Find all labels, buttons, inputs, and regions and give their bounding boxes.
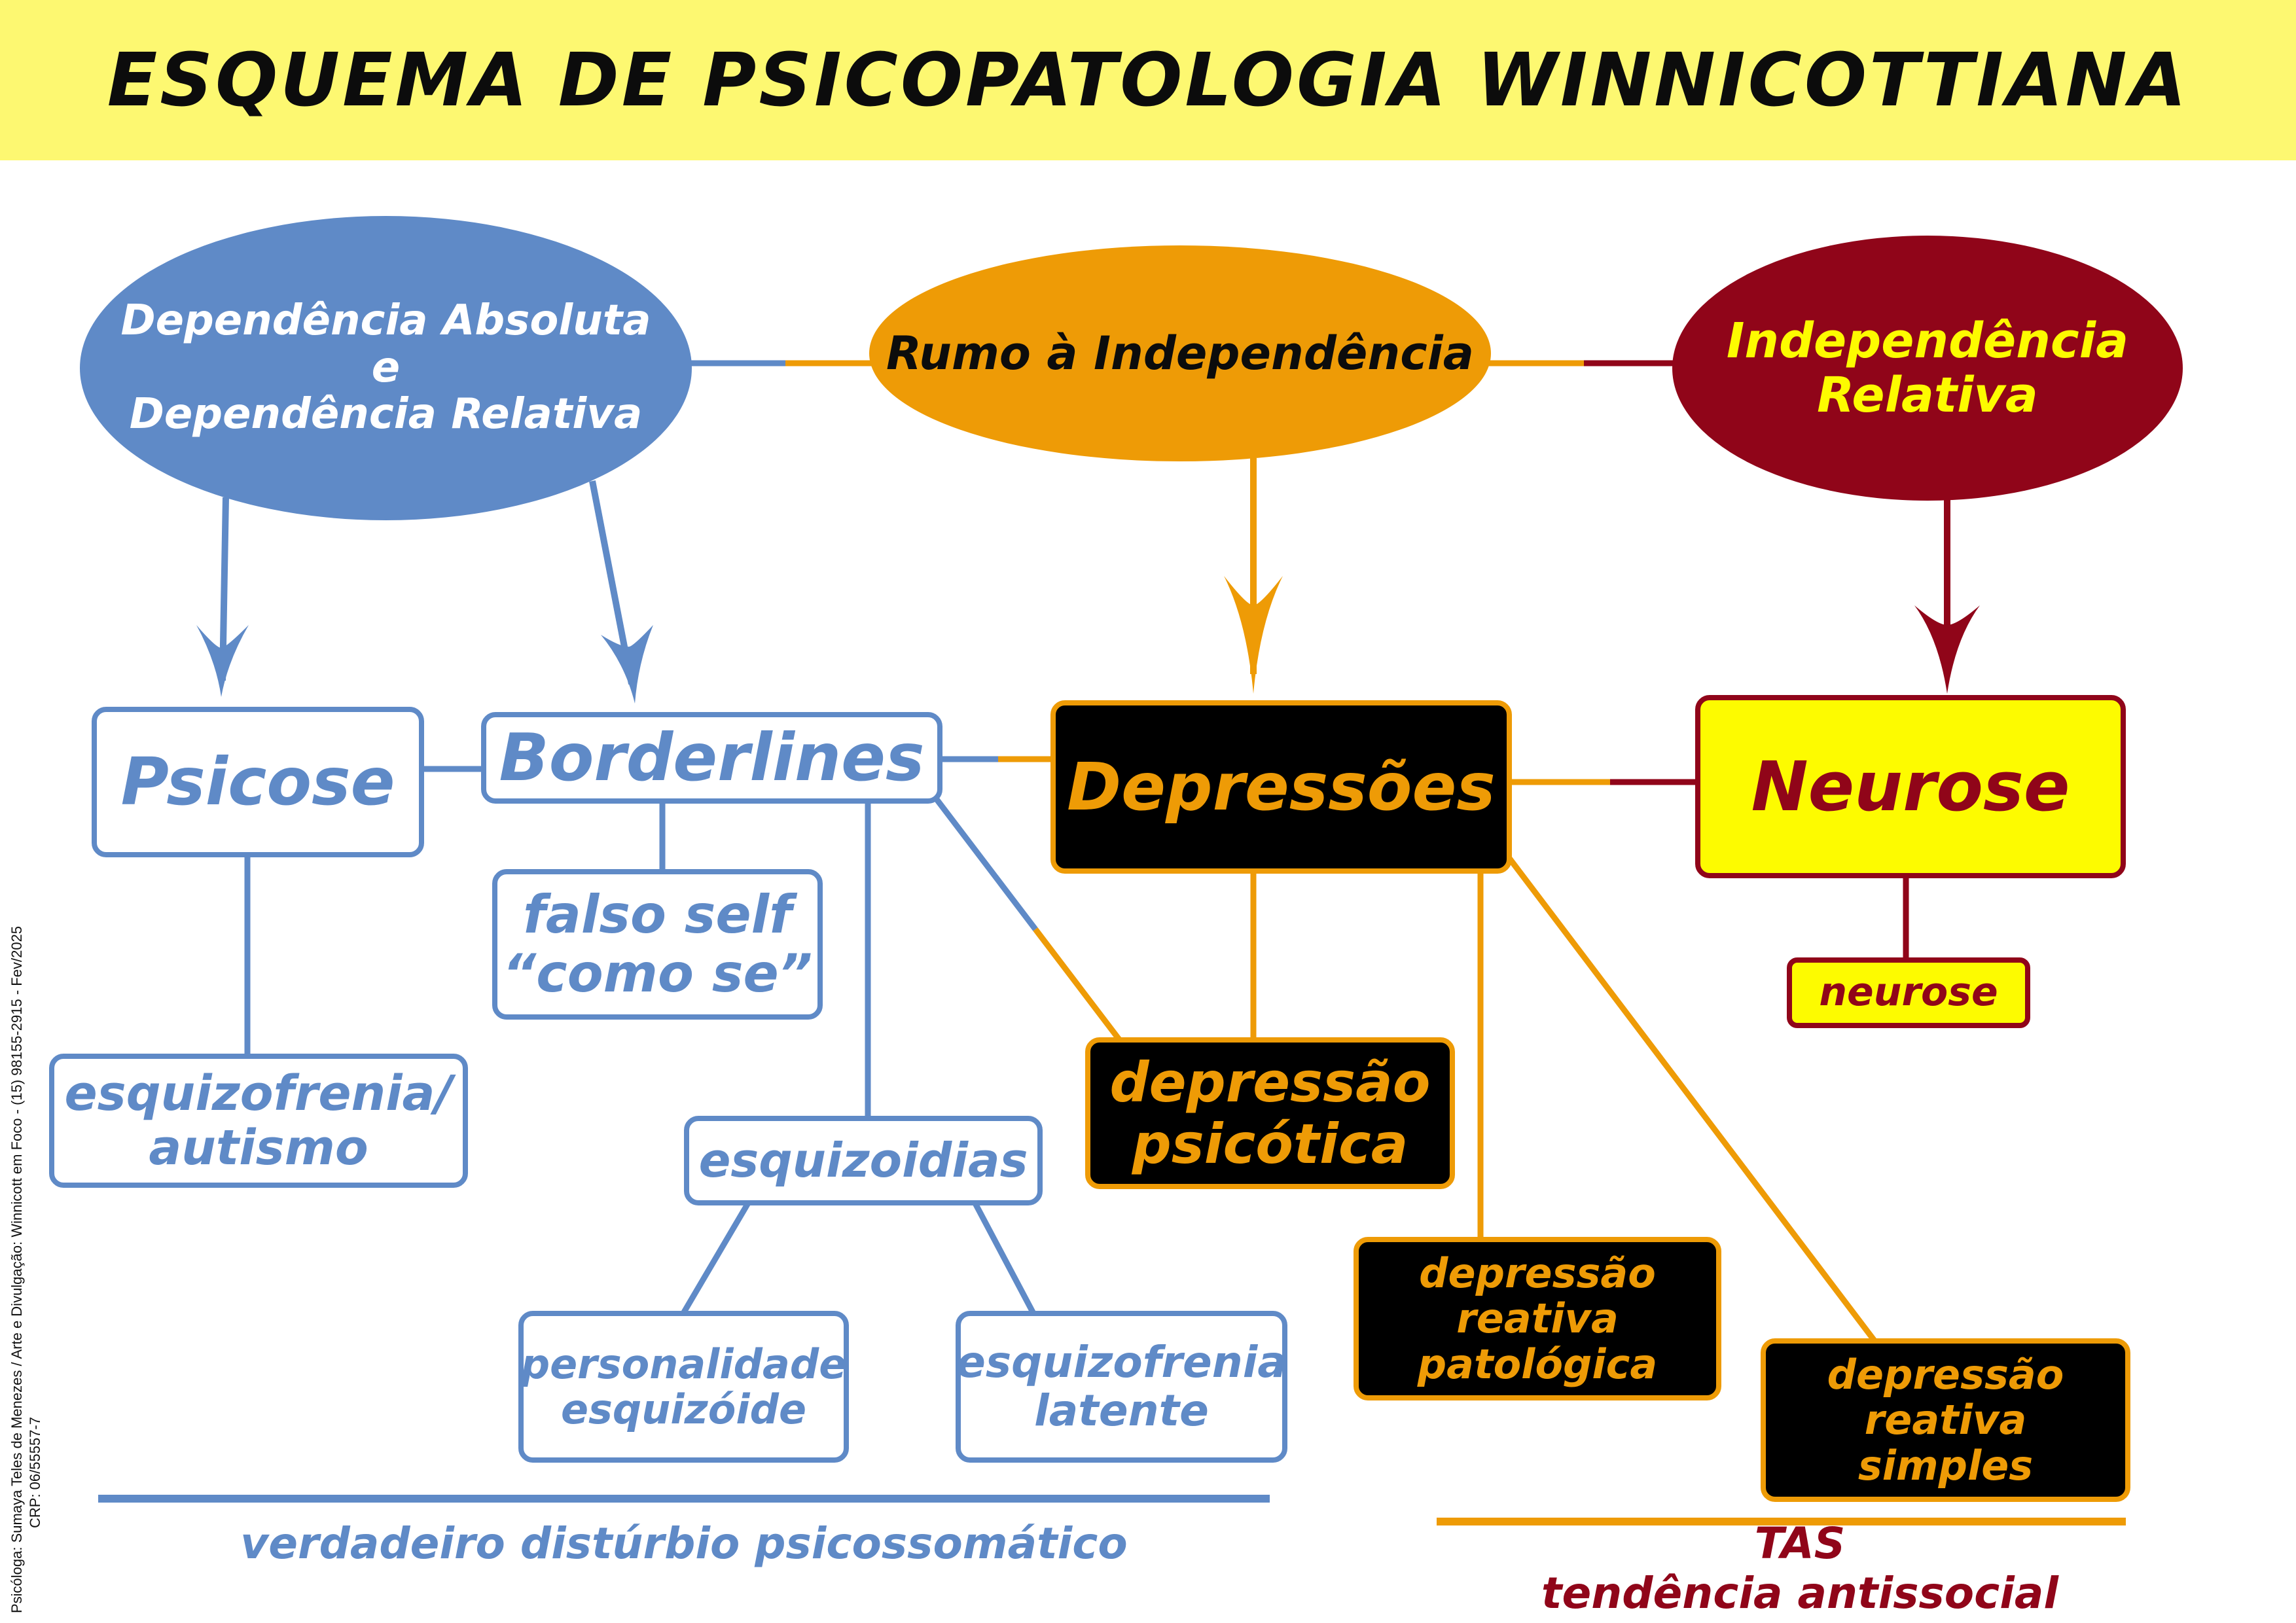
arrowhead-borderlines — [601, 625, 653, 704]
category-neurose: Neurose — [1695, 695, 2126, 878]
subtype-falso-self: falso self “como se” — [492, 869, 823, 1020]
esquizoidias-label: esquizoidias — [698, 1133, 1028, 1188]
depressao-psicotica-line-1: depressão — [1109, 1050, 1431, 1115]
stage-relative-line-1: Independência — [1726, 312, 2129, 369]
esquizofrenia-latente-line-2: latente — [1034, 1385, 1209, 1436]
stage-relative-independence: Independência Relativa — [1672, 236, 2183, 501]
subtype-depressao-psicotica: depressão psicótica — [1085, 1037, 1455, 1189]
falso-self-line-1: falso self — [523, 884, 792, 946]
subtype-neurose: neurose — [1787, 957, 2030, 1028]
reativa-patologica-line-3: patológica — [1417, 1340, 1658, 1388]
category-borderlines-label: Borderlines — [499, 719, 925, 796]
arrowhead-neurose — [1914, 605, 1980, 694]
personalidade-line-2: esquizóide — [560, 1385, 807, 1433]
link-borderlines-dep-psicotica-orange — [1033, 927, 1125, 1046]
stage-relative-line-2: Relativa — [1817, 366, 2038, 423]
subtype-esquizofrenia-latente: esquizofrenia latente — [956, 1311, 1287, 1463]
reativa-patologica-line-1: depressão — [1419, 1249, 1656, 1297]
subtype-esquizofrenia-autismo: esquizofrenia/ autismo — [49, 1054, 468, 1188]
subtype-depressao-reativa-patologica: depressão reativa patológica — [1354, 1237, 1721, 1400]
reativa-patologica-line-2: reativa — [1456, 1294, 1619, 1343]
arrowhead-psicose — [196, 625, 249, 697]
falso-self-line-2: “como se” — [502, 943, 813, 1004]
depressao-psicotica-line-2: psicótica — [1132, 1112, 1408, 1176]
category-neurose-label: Neurose — [1751, 746, 2070, 827]
neurose-sub-label: neurose — [1819, 969, 1998, 1016]
personalidade-line-1: personalidade — [520, 1340, 847, 1388]
footer-psychosomatic: verdadeiro distúrbio psicossomático — [240, 1518, 1128, 1569]
stage-absolute-line-1: Dependência Absoluta — [120, 296, 651, 345]
stage-absolute-line-3: Dependência Relativa — [129, 390, 643, 439]
reativa-simples-line-2: reativa — [1864, 1396, 2027, 1444]
category-borderlines: Borderlines — [481, 712, 942, 804]
credit-line-1: Psicóloga: Sumaya Teles de Menezes / Art… — [9, 925, 25, 1613]
stage-absolute-dependence: Dependência Absoluta e Dependência Relat… — [80, 216, 692, 520]
link-borderlines-dep-psicotica-blue — [933, 796, 1038, 931]
stage-absolute-line-2: e — [371, 343, 401, 392]
esquizofrenia-autismo-line-1: esquizofrenia/ — [64, 1065, 453, 1122]
esquizofrenia-latente-line-1: esquizofrenia — [956, 1337, 1287, 1388]
reativa-simples-line-3: simples — [1857, 1441, 2034, 1489]
category-psicose-label: Psicose — [120, 743, 395, 820]
link-depressoes-reativa-simples — [1506, 855, 1878, 1344]
footer-tas: TAS — [1754, 1518, 1846, 1569]
reativa-simples-line-1: depressão — [1827, 1350, 2064, 1399]
category-depressoes-label: Depressões — [1067, 748, 1496, 825]
category-depressoes: Depressões — [1050, 700, 1512, 874]
title-banner — [0, 0, 2296, 160]
link-esquizoidias-latente — [971, 1199, 1035, 1314]
page-title: ESQUEMA DE PSICOPATOLOGIA WINNICOTTIANA — [107, 37, 2189, 123]
stage-toward-label: Rumo à Independência — [886, 326, 1474, 380]
link-esquizoidias-personalidade — [681, 1199, 752, 1314]
subtype-depressao-reativa-simples: depressão reativa simples — [1761, 1338, 2130, 1502]
category-psicose: Psicose — [92, 707, 424, 857]
subtype-personalidade-esquizoide: personalidade esquizóide — [518, 1311, 849, 1463]
arrowhead-depressoes — [1224, 576, 1283, 694]
esquizofrenia-autismo-line-2: autismo — [149, 1119, 368, 1176]
credit-line-2: CRP: 06/55557-7 — [27, 1417, 43, 1528]
subtype-esquizoidias: esquizoidias — [684, 1116, 1043, 1205]
footer-antisocial: tendência antissocial — [1541, 1568, 2059, 1618]
stage-toward-independence: Rumo à Independência — [869, 245, 1491, 461]
